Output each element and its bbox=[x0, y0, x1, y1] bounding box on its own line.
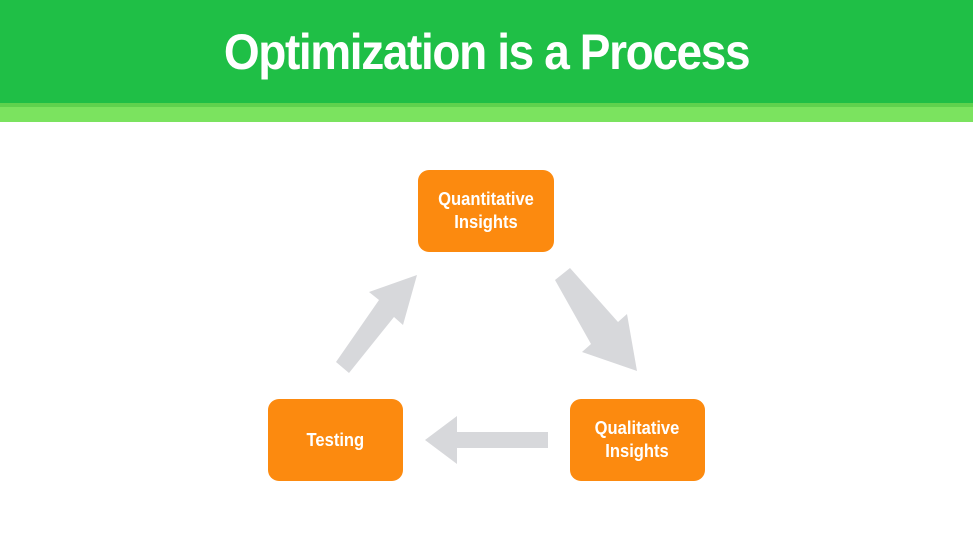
node-qualitative-insights-label: Qualitative Insights bbox=[595, 418, 680, 461]
header-stripe-shade bbox=[0, 103, 973, 107]
arrow-testing-to-quantitative bbox=[336, 275, 417, 373]
node-testing: Testing bbox=[268, 399, 403, 481]
arrow-qualitative-to-testing bbox=[425, 416, 548, 464]
node-testing-label: Testing bbox=[306, 429, 365, 450]
header-accent-stripe bbox=[0, 103, 973, 122]
page-title: Optimization is a Process bbox=[223, 24, 751, 80]
node-quantitative-insights: Quantitative Insights bbox=[418, 170, 554, 252]
node-qualitative-insights: Qualitative Insights bbox=[570, 399, 705, 481]
arrow-quantitative-to-qualitative bbox=[555, 268, 637, 371]
node-quantitative-insights-label: Quantitative Insights bbox=[438, 189, 534, 232]
header-bar bbox=[0, 0, 973, 103]
